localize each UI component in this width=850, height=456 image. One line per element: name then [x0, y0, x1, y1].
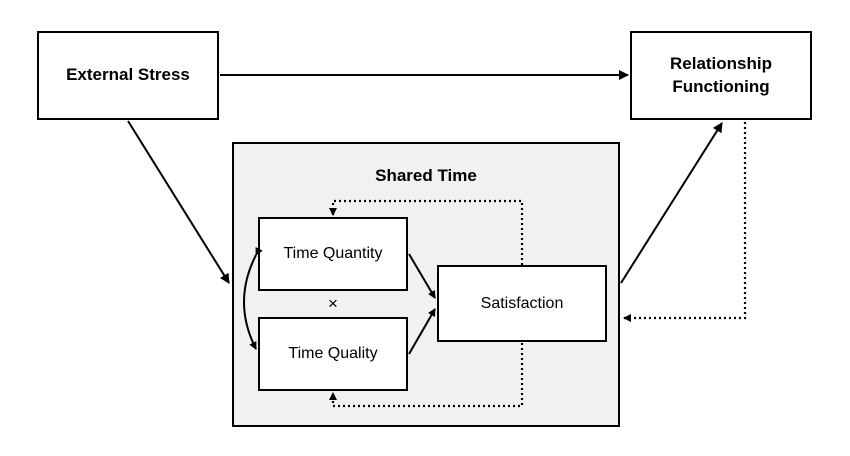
arrow-shared-time-to-functioning: [620, 122, 723, 284]
relationship-functioning-label: Relationship Functioning: [669, 53, 772, 96]
external-stress-label: External Stress: [66, 65, 190, 85]
dotted-feedback-functioning-to-shared-time: [623, 122, 747, 322]
time-quality-box: Time Quality: [258, 317, 408, 391]
time-quantity-label: Time Quantity: [283, 245, 383, 263]
interaction-symbol: ×: [328, 294, 338, 313]
shared-time-title: Shared Time: [375, 166, 477, 185]
relationship-functioning-box: Relationship Functioning: [630, 31, 812, 120]
time-quality-label: Time Quality: [288, 345, 378, 363]
satisfaction-label: Satisfaction: [480, 294, 564, 312]
time-quantity-box: Time Quantity: [258, 217, 408, 291]
arrow-stress-to-shared-time: [127, 120, 230, 284]
satisfaction-box: Satisfaction: [437, 265, 607, 342]
external-stress-box: External Stress: [37, 31, 219, 120]
